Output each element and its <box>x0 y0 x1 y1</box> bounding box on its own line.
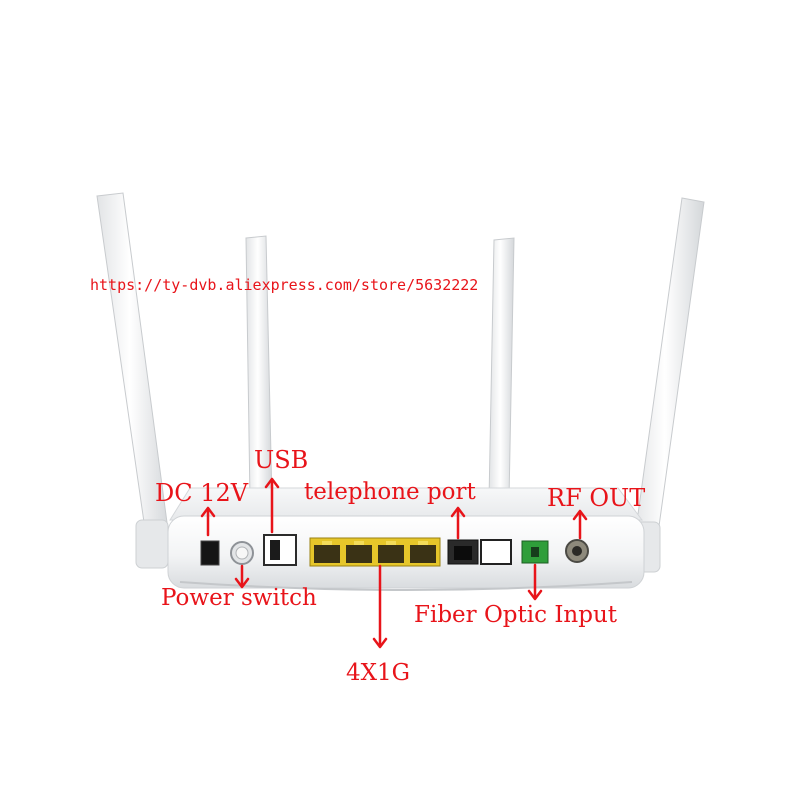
label-fiber-optic-input: Fiber Optic Input <box>414 602 618 628</box>
label-dc-12v: DC 12V <box>155 479 249 507</box>
label-rf-out: RF OUT <box>547 484 646 512</box>
arrow-rf <box>572 509 588 540</box>
fiber-optic-port <box>521 540 549 564</box>
arrow-lan <box>372 564 388 649</box>
label-usb: USB <box>254 446 309 474</box>
arrow-usb <box>264 477 280 534</box>
arrow-fiber <box>527 563 543 601</box>
telephone-port <box>447 539 512 565</box>
arrow-dc <box>200 506 216 537</box>
lan-ports <box>309 537 441 567</box>
arrow-telephone <box>450 506 466 540</box>
power-switch-button <box>230 541 254 565</box>
usb-port <box>263 534 297 566</box>
rf-out-port <box>565 539 589 563</box>
label-power-switch: Power switch <box>161 585 317 611</box>
antenna-inner-right <box>488 237 515 501</box>
dc-power-jack <box>200 540 220 566</box>
antenna-outer-left <box>96 192 171 569</box>
arrow-power <box>234 564 250 589</box>
watermark-url: https://ty-dvb.aliexpress.com/store/5632… <box>90 276 479 294</box>
label-4x1g: 4X1G <box>346 660 411 686</box>
label-telephone-port: telephone port <box>304 479 476 505</box>
